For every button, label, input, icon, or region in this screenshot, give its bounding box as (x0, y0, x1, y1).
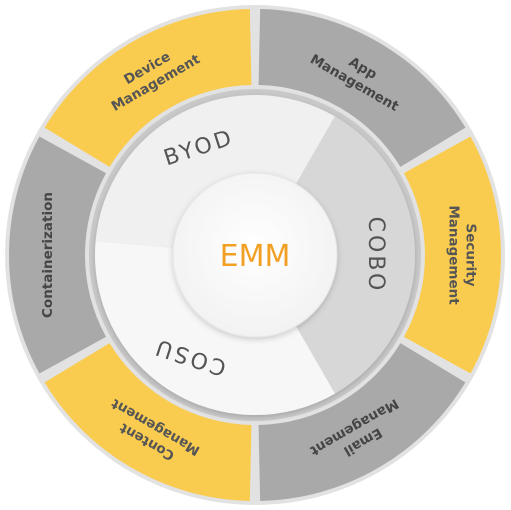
outer-label-line: Security (463, 223, 479, 286)
outer-segment-device-management (44, 9, 252, 167)
outer-segment-security-management (403, 136, 501, 374)
outer-label-containerization: Containerization (40, 192, 56, 318)
middle-label-cobo: COBO (363, 217, 388, 294)
outer-segment-app-management (258, 9, 466, 167)
center-circle (172, 172, 338, 338)
middle-ring (95, 95, 415, 416)
outer-label-line: Management (446, 205, 462, 305)
outer-segment-email-management (258, 343, 466, 501)
outer-ring (8, 9, 501, 501)
middle-segment-cobo (295, 116, 415, 394)
middle-segment-cosu (95, 241, 335, 416)
outer-segment-content-management (44, 343, 252, 501)
center-label: EMM (220, 239, 291, 274)
outer-label-line: Containerization (40, 192, 56, 318)
middle-segment-byod (95, 95, 335, 249)
outer-segment-containerization (8, 136, 107, 374)
